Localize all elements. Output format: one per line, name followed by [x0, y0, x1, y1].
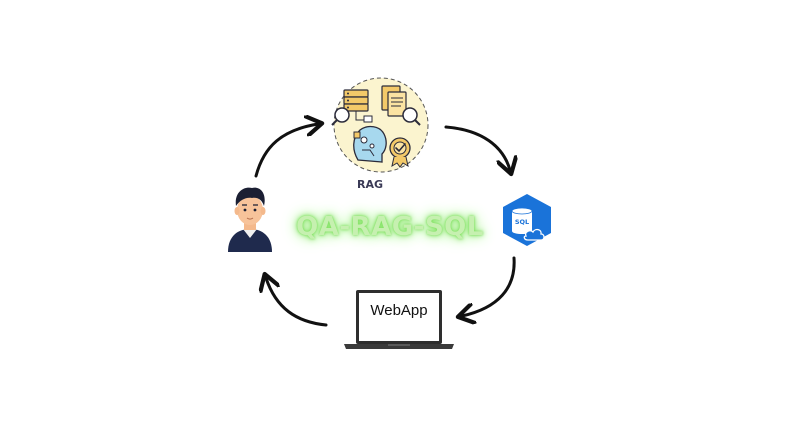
ai-head-icon: [353, 125, 387, 163]
magnifier-right-icon: [402, 107, 421, 126]
user-avatar-icon: [228, 187, 272, 252]
documents-icon: [381, 85, 407, 117]
diagram-title: QA-RAG-SQL: [296, 212, 484, 242]
laptop-icon: [344, 290, 454, 349]
rag-label: RAG: [356, 178, 383, 191]
arrow-user-to-rag: [254, 124, 318, 178]
server-stack-icon: [343, 89, 369, 112]
webapp-label: WebApp: [370, 302, 428, 319]
sql-badge-text: SQL: [515, 218, 529, 226]
arrow-webapp-to-user: [266, 278, 328, 327]
sql-database-cloud-icon: SQL: [503, 194, 551, 246]
arrow-sql-to-webapp: [462, 256, 516, 316]
verified-badge-icon: [389, 137, 411, 168]
rag-illustration-icon: [331, 77, 429, 173]
magnifier-left-icon: [331, 107, 350, 126]
arrow-rag-to-sql: [444, 125, 510, 170]
